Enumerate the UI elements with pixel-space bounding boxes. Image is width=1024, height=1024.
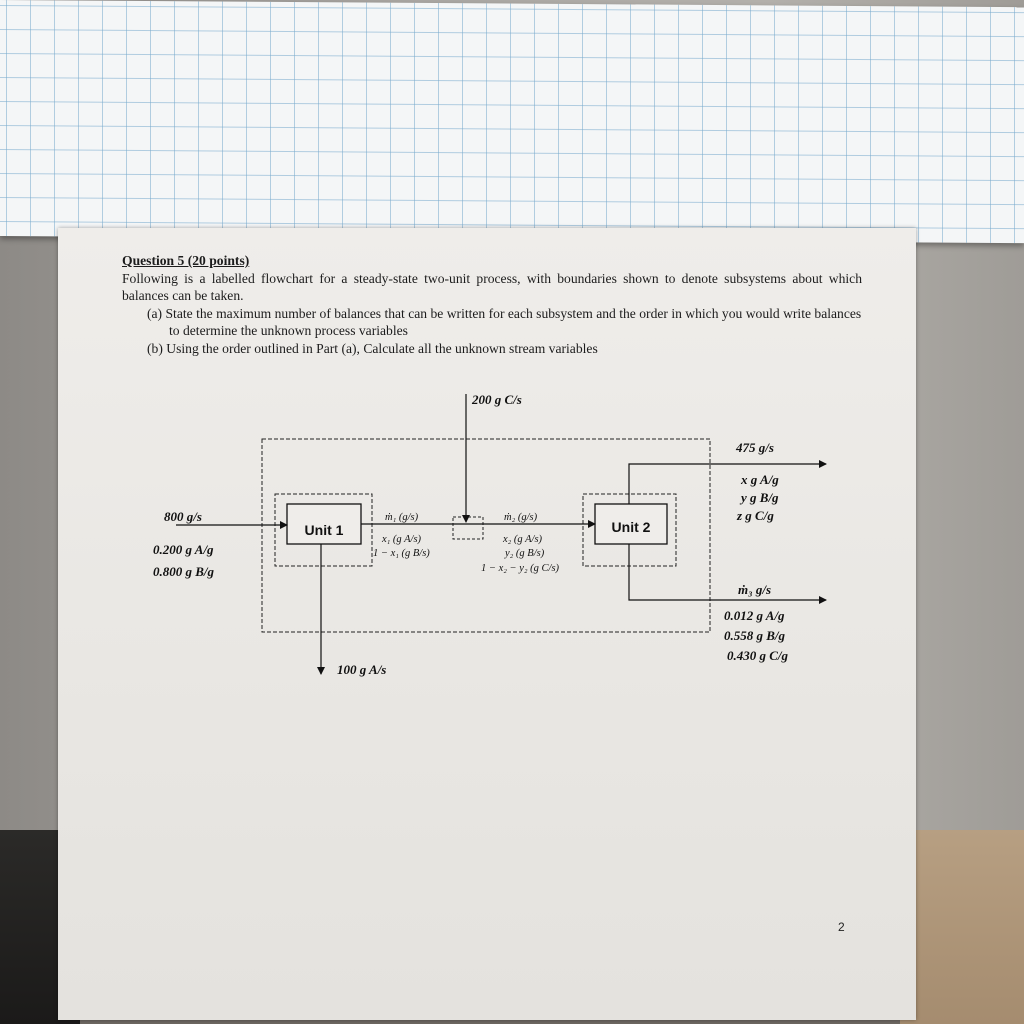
part-b-text: Using the order outlined in Part (a), Ca… bbox=[166, 340, 598, 356]
feed-b-label: 0.800 g B/g bbox=[153, 564, 215, 579]
one-minus-x1-label: 1 − x₁ (g B/s) bbox=[373, 548, 430, 559]
unit1-boundary bbox=[274, 493, 373, 567]
page-number: 2 bbox=[838, 920, 845, 934]
feed-flow-label: 800 g/s bbox=[164, 509, 202, 524]
top-product-line bbox=[628, 460, 827, 504]
m2-label: ṁ₂ (g/s) bbox=[504, 512, 538, 523]
feed-a-label: 0.200 g A/g bbox=[153, 542, 214, 557]
top-out-b-label: y g B/g bbox=[739, 490, 779, 505]
m3-product-line bbox=[628, 544, 827, 604]
floor-right bbox=[900, 830, 1024, 1024]
part-a: (a) State the maximum number of balances… bbox=[147, 305, 862, 340]
unit2-label: Unit 2 bbox=[612, 519, 651, 535]
m3-b-label: 0.558 g B/g bbox=[724, 628, 786, 643]
top-out-flow-label: 475 g/s bbox=[735, 440, 774, 455]
graph-paper-sheet bbox=[0, 0, 1024, 244]
x2-label: x₂ (g A/s) bbox=[502, 534, 543, 545]
top-out-c-label: z g C/g bbox=[736, 508, 774, 523]
bottom-out-label: 100 g A/s bbox=[337, 662, 386, 677]
overall-boundary bbox=[261, 438, 711, 633]
flowchart: Unit 1 Unit 2 200 g C/s 800 g/s 0.200 g … bbox=[153, 392, 827, 677]
part-a-text: State the maximum number of balances tha… bbox=[165, 305, 862, 339]
m3-c-label: 0.430 g C/g bbox=[727, 648, 789, 663]
unit1-label: Unit 1 bbox=[305, 522, 344, 538]
c-feed-label: 200 g C/s bbox=[471, 392, 522, 407]
x1-label: x₁ (g A/s) bbox=[381, 534, 422, 545]
question-intro: Following is a labelled flowchart for a … bbox=[122, 270, 862, 304]
question-title: Question 5 (20 points) bbox=[122, 253, 250, 268]
part-b: (b) Using the order outlined in Part (a)… bbox=[147, 340, 862, 358]
m3-a-label: 0.012 g A/g bbox=[724, 608, 785, 623]
m1-label: ṁ₁ (g/s) bbox=[385, 512, 419, 523]
top-out-a-label: x g A/g bbox=[740, 472, 779, 487]
exam-page: Question 5 (20 points) Following is a la… bbox=[58, 228, 916, 1020]
mixer-boundary bbox=[452, 516, 484, 540]
one-minus-x2-y2-label: 1 − x₂ − y₂ (g C/s) bbox=[481, 563, 560, 574]
question-text: Question 5 (20 points) Following is a la… bbox=[122, 252, 862, 357]
y2-label: y₂ (g B/s) bbox=[504, 548, 545, 559]
part-a-label: (a) bbox=[147, 305, 163, 321]
m3-out-label: ṁ₃ g/s bbox=[738, 582, 771, 597]
part-b-label: (b) bbox=[147, 340, 163, 356]
